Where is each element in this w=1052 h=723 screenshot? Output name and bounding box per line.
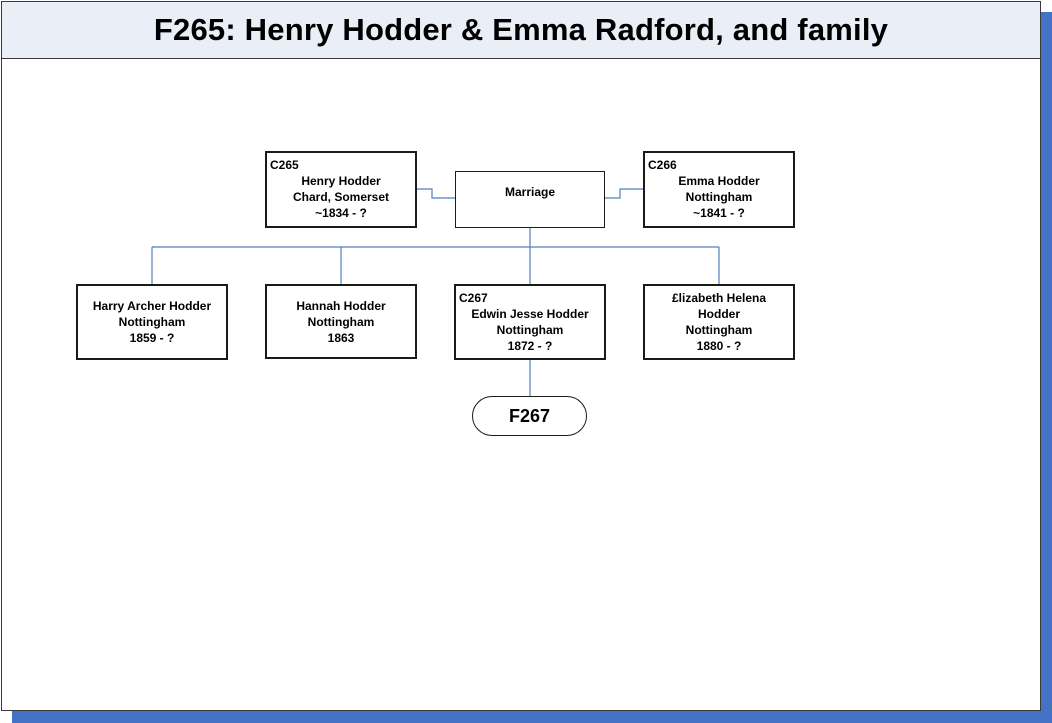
person-box-mother[interactable]: C266 Emma Hodder Nottingham ~1841 - ? [643, 151, 795, 228]
person-name: Hannah Hodder [296, 299, 386, 313]
person-name: Emma Hodder [678, 174, 760, 188]
connector-mother-marriage [605, 188, 644, 199]
person-place: Nottingham [685, 190, 753, 204]
connector-father-marriage [417, 188, 455, 199]
person-name: Harry Archer Hodder [92, 299, 212, 313]
family-link-button[interactable]: F267 [472, 396, 587, 436]
person-code: C266 [648, 158, 677, 172]
person-dates: ~1834 - ? [315, 206, 367, 220]
person-place: Nottingham [496, 323, 564, 337]
person-place: Nottingham [685, 323, 753, 337]
person-dates: 1863 [327, 331, 355, 345]
person-box-father[interactable]: C265 Henry Hodder Chard, Somerset ~1834 … [265, 151, 417, 228]
person-place: Chard, Somerset [292, 190, 390, 204]
person-place: Nottingham [307, 315, 375, 329]
person-box-child[interactable]: Harry Archer Hodder Nottingham 1859 - ? [76, 284, 228, 360]
person-name: Henry Hodder [301, 174, 381, 188]
marriage-box[interactable]: Marriage [455, 171, 605, 228]
person-name: Edwin Jesse Hodder [471, 307, 589, 321]
person-place: Nottingham [118, 315, 186, 329]
person-box-child[interactable]: Hannah Hodder Nottingham 1863 [265, 284, 417, 359]
person-dates: ~1841 - ? [693, 206, 745, 220]
person-dates: 1872 - ? [507, 339, 553, 353]
person-dates: 1880 - ? [696, 339, 742, 353]
header-bar: F265: Henry Hodder & Emma Radford, and f… [2, 2, 1040, 59]
person-code: C267 [459, 291, 488, 305]
page-title: F265: Henry Hodder & Emma Radford, and f… [153, 12, 889, 47]
family-link-label: F267 [508, 405, 551, 426]
person-box-child[interactable]: C267 Edwin Jesse Hodder Nottingham 1872 … [454, 284, 606, 360]
person-box-child[interactable]: £lizabeth Helena Hodder Nottingham 1880 … [643, 284, 795, 360]
person-name: £lizabeth Helena [671, 291, 767, 305]
person-name: Hodder [698, 307, 740, 321]
person-dates: 1859 - ? [129, 331, 175, 345]
marriage-label: Marriage [504, 185, 556, 199]
person-code: C265 [270, 158, 299, 172]
